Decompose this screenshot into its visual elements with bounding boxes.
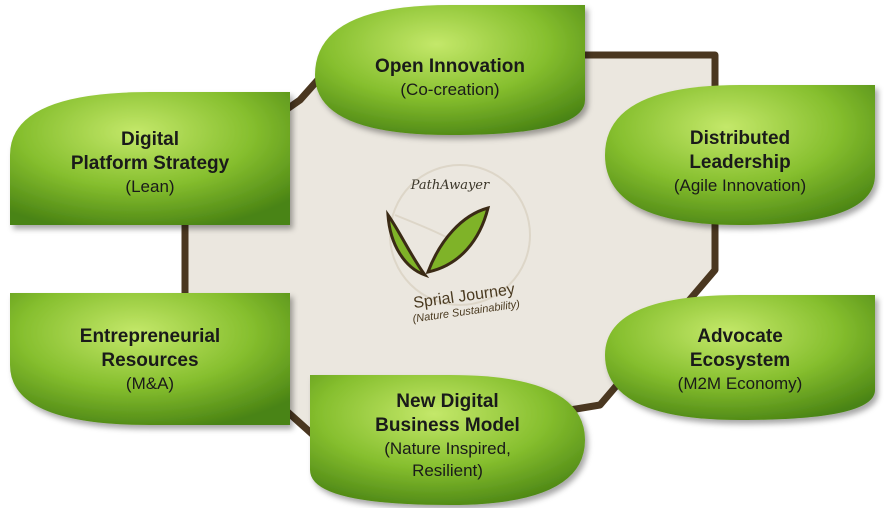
leaf-advocate-ecosystem [605, 295, 875, 420]
node-subtitle: (Agile Innovation) [673, 176, 807, 195]
node-title: Ecosystem [689, 350, 791, 371]
node-title: Platform Strategy [70, 153, 230, 174]
node-distributed-leadership: Distributed Leadership (Agile Innovation… [605, 117, 875, 207]
brand-name: PathAwayer [410, 178, 490, 193]
node-entrepreneurial-resources: Entrepreneurial Resources (M&A) [10, 315, 290, 405]
node-open-innovation: Open Innovation (Co-creation) [315, 40, 585, 115]
node-subtitle: (Lean) [125, 177, 175, 196]
leaf-distributed-leadership [605, 85, 875, 225]
node-title: Business Model [375, 414, 520, 436]
node-title: Leadership [689, 152, 791, 173]
leaf-open-innovation [315, 5, 585, 135]
node-title: Digital [120, 129, 180, 150]
node-title: Distributed [689, 128, 791, 149]
node-subtitle: (M2M Economy) [677, 374, 803, 393]
node-subtitle: (Nature Inspired, [384, 438, 511, 458]
node-title: Advocate [697, 326, 783, 347]
node-subtitle: (Co-creation) [400, 79, 500, 99]
node-title: Open Innovation [375, 55, 525, 77]
leaf-digital-platform-strategy [10, 92, 290, 225]
leaf-entrepreneurial-resources [10, 293, 290, 425]
node-title: New Digital [396, 390, 499, 412]
node-advocate-ecosystem: Advocate Ecosystem (M2M Economy) [605, 315, 875, 405]
node-digital-platform-strategy: Digital Platform Strategy (Lean) [10, 118, 290, 208]
node-new-digital-business-model: New Digital Business Model (Nature Inspi… [310, 378, 585, 493]
leaf-new-digital-business-model [310, 375, 585, 505]
node-subtitle: Resilient) [412, 460, 483, 480]
node-subtitle: (M&A) [125, 374, 175, 393]
node-title: Resources [101, 350, 199, 371]
node-title: Entrepreneurial [79, 326, 221, 347]
leaf-icon [386, 205, 491, 279]
